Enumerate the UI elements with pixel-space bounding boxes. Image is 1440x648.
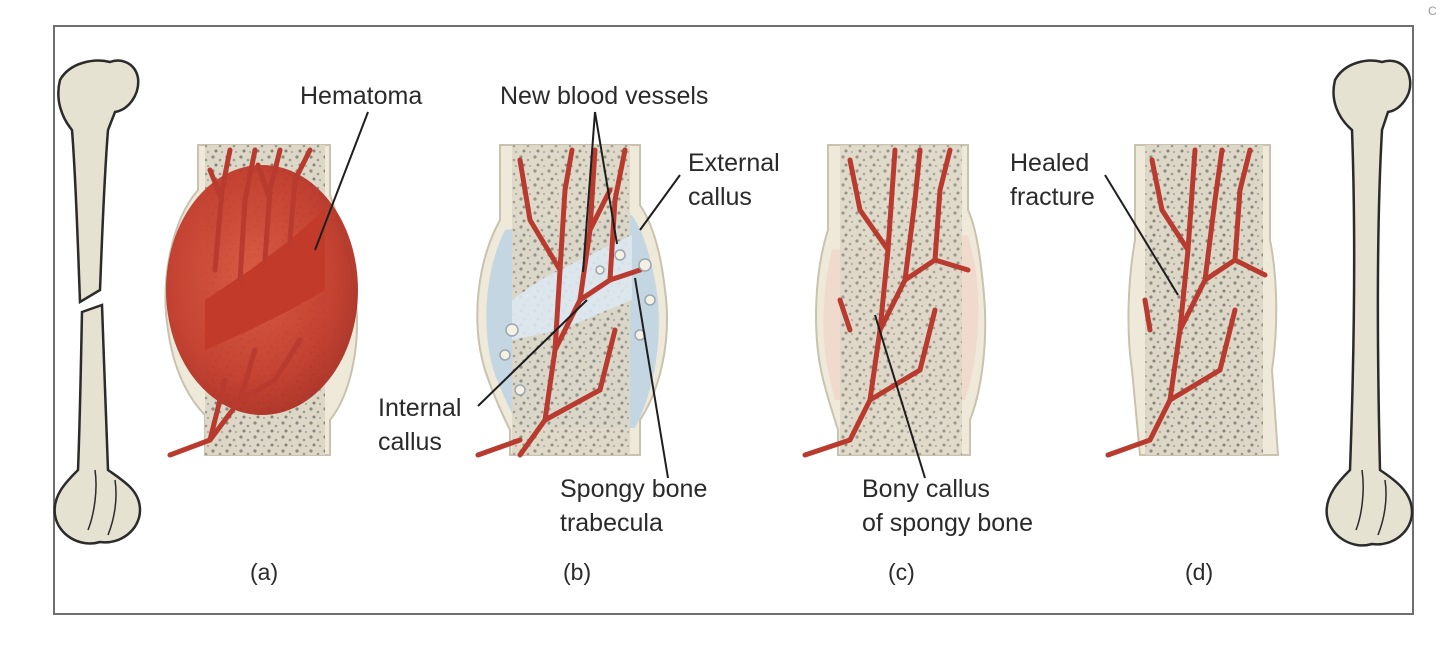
label-external-callus-line2: callus: [688, 183, 752, 211]
label-healed-fracture-line1: Healed: [1010, 149, 1090, 177]
leader-spongy-trabecula: [634, 277, 669, 479]
leader-bony-callus: [874, 314, 926, 479]
caption-panel-b: (b): [563, 559, 592, 585]
corner-mark: C: [1428, 4, 1437, 18]
label-internal-callus-line2: callus: [378, 428, 442, 456]
leader-healed-fracture: [1104, 174, 1179, 296]
leader-external-callus: [639, 174, 681, 231]
label-spongy-bone-trabecula-line2: trabecula: [560, 509, 663, 537]
leader-new-vessels-2: [594, 111, 618, 245]
label-leader-lines: [314, 111, 1179, 479]
label-bony-callus-line1: Bony callus: [862, 475, 990, 503]
label-internal-callus-line1: Internal: [378, 394, 462, 422]
label-hematoma: Hematoma: [300, 82, 423, 110]
leader-new-vessels-1: [582, 111, 596, 273]
panel-c-bony-callus: [802, 144, 987, 458]
leader-hematoma: [314, 111, 369, 251]
label-external-callus-line1: External: [688, 149, 780, 177]
caption-panel-a: (a): [250, 559, 279, 585]
leader-internal-callus: [477, 299, 588, 407]
caption-panel-d: (d): [1185, 559, 1214, 585]
label-new-blood-vessels: New blood vessels: [500, 82, 709, 110]
caption-panel-c: (c): [888, 559, 915, 585]
label-healed-fracture-line2: fracture: [1010, 183, 1095, 211]
healed-femur-illustration: [1325, 59, 1414, 547]
label-spongy-bone-trabecula-line1: Spongy bone: [560, 475, 708, 503]
label-bony-callus-line2: of spongy bone: [862, 509, 1033, 537]
panel-a-hematoma: [164, 144, 358, 458]
fractured-femur-illustration: [53, 59, 142, 545]
panel-d-healed-fracture: [1105, 144, 1280, 458]
panel-b-callus: [475, 144, 668, 458]
